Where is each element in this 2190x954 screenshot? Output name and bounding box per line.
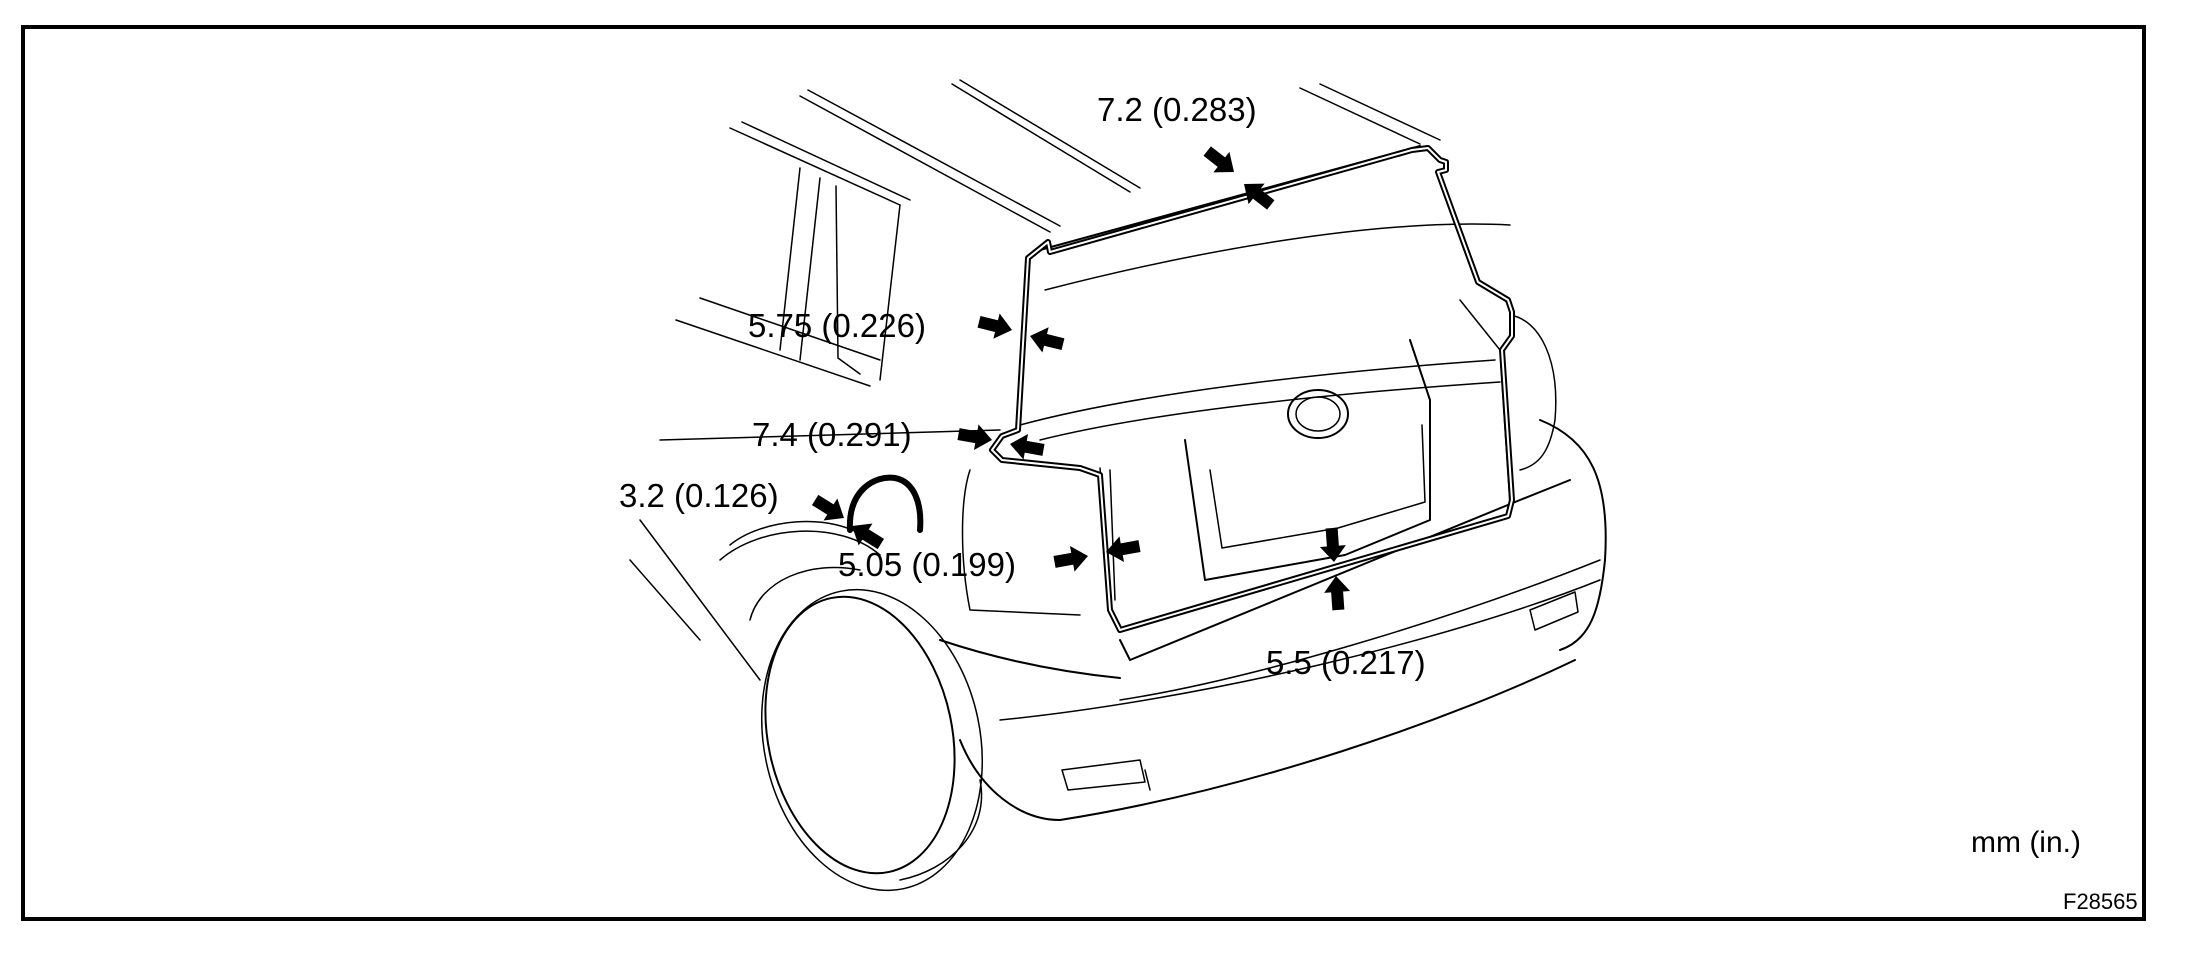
measurement-label-top: 7.2 (0.283) bbox=[1097, 91, 1257, 128]
diagram-frame bbox=[21, 25, 2146, 921]
measurement-label-lower-left: 5.05 (0.199) bbox=[838, 546, 1016, 583]
measurement-label-upper-left: 5.75 (0.226) bbox=[748, 307, 926, 344]
measurement-label-fuel-lid: 3.2 (0.126) bbox=[619, 477, 779, 514]
car-side-body bbox=[629, 121, 1001, 681]
rear-bumper bbox=[939, 419, 1607, 821]
back-door bbox=[1019, 223, 1511, 601]
measurement-label-mid-left: 7.4 (0.291) bbox=[752, 416, 912, 453]
unit-label: mm (in.) bbox=[1971, 826, 2081, 859]
measurement-label-bottom: 5.5 (0.217) bbox=[1266, 644, 1426, 681]
fuel-lid bbox=[846, 474, 924, 533]
rear-wheel bbox=[749, 566, 984, 892]
figure-code: F28565 bbox=[2063, 889, 2138, 914]
weatherstrip-seal bbox=[989, 145, 1515, 633]
